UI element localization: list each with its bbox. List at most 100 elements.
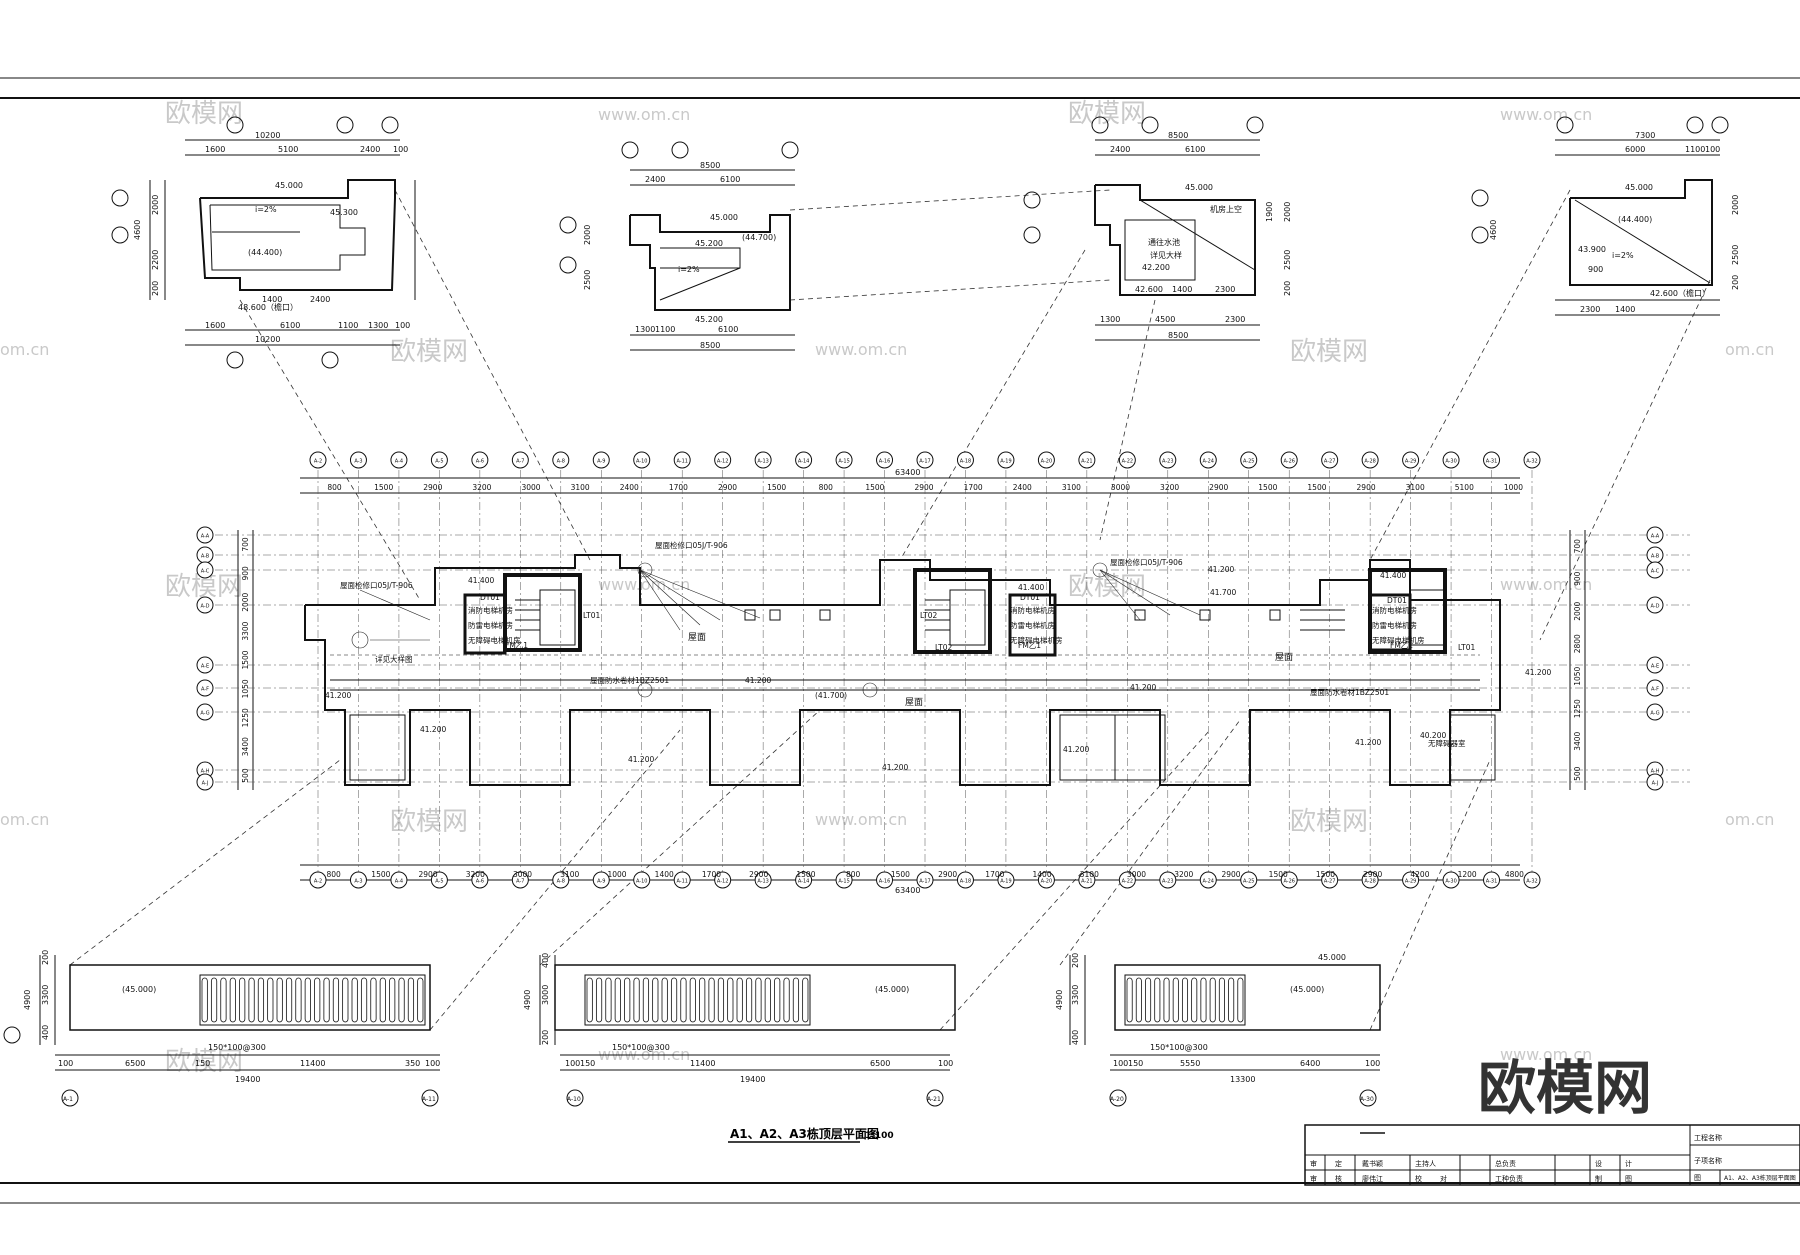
watermark-text: 欧模网 [390, 337, 468, 367]
dimension-label: 1250 [241, 708, 250, 727]
axis-bubble-label: A-10 [636, 459, 647, 465]
axis-bubble-label: A-G [200, 711, 209, 717]
dim: 5550 [1180, 1059, 1200, 1068]
axis-bubble [956, 871, 974, 889]
tag: DT01 [1020, 593, 1040, 602]
section-strip-outlines [3, 955, 1381, 1107]
room-label: 屋面 [1275, 652, 1293, 663]
axis-bubble-label: A-F [201, 687, 209, 693]
tb-cell: 计 [1625, 1159, 1632, 1168]
grille-slot [323, 977, 330, 1023]
dim: 100 [938, 1059, 953, 1068]
dimension-label: 700 [1573, 539, 1582, 554]
axis-bubble-label: A-E [1651, 664, 1659, 670]
grille-slot [708, 977, 715, 1023]
main-plan-axis-lines [215, 470, 1690, 872]
dim: 4900 [23, 990, 32, 1010]
elevation: (44.400) [248, 248, 282, 257]
dimension-label: 2900 [749, 870, 768, 879]
dim: 1400 [262, 295, 282, 304]
dim: 2400 [645, 175, 665, 184]
elevation: (44.700) [742, 233, 776, 242]
watermark-url: www.om.cn [598, 575, 690, 594]
axis-bubble [1078, 871, 1096, 889]
watermark-layer: 欧模网 www.om.cn 欧模网 www.om.cn om.cn 欧模网 ww… [0, 99, 1774, 1077]
dim: 3000 [541, 985, 550, 1005]
roof-plan-detail-3-text: 8500 2400 6100 45.000 机房上空 通往水池 详见大样 42.… [1100, 131, 1292, 340]
dim: 4600 [1489, 220, 1498, 240]
watermark-text: 欧模网 [1068, 99, 1146, 129]
axis-bubble [1199, 871, 1217, 889]
watermark-url: www.om.cn [1500, 1045, 1592, 1064]
dim: 11400 [690, 1059, 715, 1068]
sheet-frame [0, 77, 1800, 1204]
main-plan-leaders [351, 562, 1201, 698]
axis-bubble [1442, 871, 1460, 889]
grille-slot [717, 977, 725, 1023]
room-label: 防雷电梯机房 [1372, 620, 1417, 630]
tb-cell: 设 [1595, 1159, 1602, 1168]
axis-bubble-label: A-4 [395, 879, 403, 885]
watermark-url: om.cn [1725, 810, 1774, 829]
dim: 100 [1365, 1059, 1380, 1068]
title-block [1304, 1124, 1800, 1186]
dim: 200 [41, 950, 50, 965]
dim: 100 [393, 145, 408, 154]
dimension-label: 1050 [241, 679, 250, 698]
dim: 150 [195, 1059, 210, 1068]
axis-bubble-label: A-25 [1243, 459, 1254, 465]
roof-plan-detail-4-text: 7300 6000 1100 100 45.000 (44.400) 43.90… [1489, 131, 1740, 314]
dim: 3300 [41, 985, 50, 1005]
axis-bubble [511, 451, 529, 469]
dimension-label: 4200 [1410, 870, 1429, 879]
dim-total: 8500 [1168, 131, 1188, 140]
elevation: 41.200 [1525, 668, 1551, 677]
dimension-label: 800 [846, 870, 861, 879]
axis-bubble-label: A-16 [879, 459, 890, 465]
axis-bubble-label: A-C [1651, 569, 1660, 575]
axis-bubble-label: A-25 [1243, 879, 1254, 885]
leader-note: 屋面检修口05J/T-906 [655, 540, 728, 550]
note: 48.600（檐口） [238, 302, 298, 312]
dimension-label: 3300 [241, 621, 250, 640]
axis-bubble [1159, 451, 1177, 469]
dimension-label: 5100 [1455, 483, 1474, 492]
axis-bubble-label: A-3 [354, 879, 362, 885]
axis-bubble [1523, 871, 1541, 889]
section-strips-text: (45.000) 150*100@300 100 6500 150 11400 … [23, 950, 1380, 1103]
dimension-label: 800 [327, 483, 342, 492]
dimension-label: 500 [1573, 766, 1582, 781]
dimension-label: 1500 [767, 483, 786, 492]
axis-bubble-label: A-11 [676, 879, 687, 885]
elevation: 41.400 [1018, 583, 1044, 592]
tag: LT01 [1458, 643, 1475, 652]
axis-bubble [349, 451, 367, 469]
dim: 4900 [523, 990, 532, 1010]
axis-bubble [997, 451, 1015, 469]
tag: DT01 [480, 593, 500, 602]
dimension-label: 3400 [1573, 731, 1582, 750]
grille-slot [398, 977, 405, 1023]
tb-cell: 戴书颖 [1362, 1159, 1383, 1168]
axis-bubble [1321, 451, 1339, 469]
dim: 1400 [1172, 285, 1192, 294]
axis-bubble-label: A-23 [1162, 459, 1173, 465]
dim: 100 [425, 1059, 440, 1068]
grille-slot [680, 977, 687, 1023]
dimension-label: 1500 [865, 483, 884, 492]
dimension-label: 1500 [796, 870, 815, 879]
grille-slot [774, 977, 781, 1023]
dim: 1300 [635, 325, 655, 334]
dimension-label: 3100 [1406, 483, 1425, 492]
axis-bubble [196, 703, 214, 721]
axis-bubble [876, 451, 894, 469]
grille-slot [267, 977, 274, 1023]
roof-plan-detail-4 [1471, 116, 1729, 316]
dimension-label: 2900 [1209, 483, 1228, 492]
grille-slot [736, 977, 743, 1023]
dim: 3300 [1071, 985, 1080, 1005]
elevation: 42.200 [1142, 263, 1170, 272]
dimension-label: 1500 [371, 870, 390, 879]
axis-bubble-label: A-14 [798, 459, 809, 465]
